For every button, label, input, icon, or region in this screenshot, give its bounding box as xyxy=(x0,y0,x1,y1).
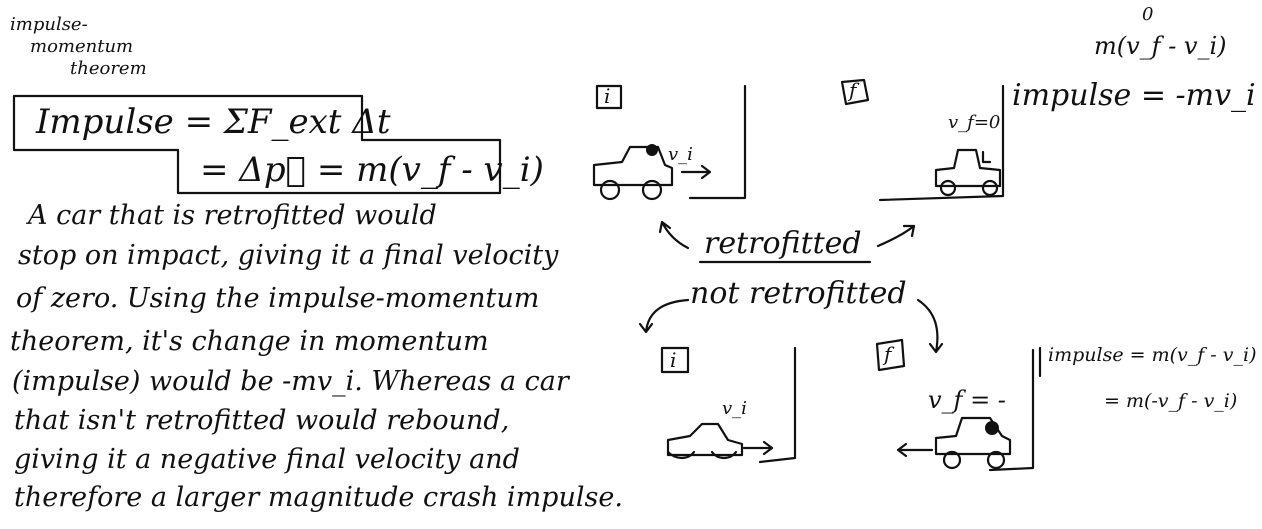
label-box-retro-final xyxy=(840,78,870,106)
arrow-retro-initial xyxy=(680,164,712,180)
equation-line1: Impulse = ΣF_ext Δt xyxy=(36,102,391,142)
label-box-notretro-initial xyxy=(660,346,690,374)
wall-notretro-initial xyxy=(758,346,797,464)
explanation-line: stop on impact, giving it a final veloci… xyxy=(18,240,559,271)
retro-final-label: f xyxy=(849,78,857,102)
retro-impulse-top: m(v_f - v_i) xyxy=(1094,32,1227,60)
notretro-final-label: f xyxy=(884,342,892,366)
car-retro-final xyxy=(934,148,1002,197)
equation-box xyxy=(12,94,502,195)
retro-impulse-zero: 0 xyxy=(1142,4,1154,25)
wall-notretro-final xyxy=(988,348,1035,472)
explanation-line: A car that is retrofitted would xyxy=(28,200,437,231)
heading-line2: momentum xyxy=(30,36,134,57)
retro-initial-velocity: v_i xyxy=(668,144,693,165)
car-retro-initial xyxy=(592,144,674,201)
notretro-initial-velocity: v_i xyxy=(722,398,747,419)
notretro-impulse-line2: = m(-v_f - v_i) xyxy=(1104,390,1238,412)
wall-retro-initial xyxy=(688,84,747,200)
label-box-retro-initial xyxy=(595,84,623,110)
explanation-line: therefore a larger magnitude crash impul… xyxy=(14,482,623,513)
notretro-final-velocity: v_f = - xyxy=(928,386,1006,414)
notretro-initial-label: i xyxy=(670,348,677,372)
retro-initial-label: i xyxy=(604,84,611,108)
heading-line1: impulse- xyxy=(10,14,88,35)
not-retrofitted-caption: not retrofitted xyxy=(690,276,907,311)
explanation-line: theorem, it's change in momentum xyxy=(10,326,489,357)
arrow-to-notretro-initial xyxy=(638,298,690,334)
car-notretro-final xyxy=(934,416,1012,470)
retro-final-velocity: v_f=0 xyxy=(948,112,1001,133)
arrow-to-notretro-final xyxy=(916,298,944,354)
explanation-line: (impulse) would be -mv_i. Whereas a car xyxy=(12,366,569,397)
arrow-notretro-final xyxy=(896,442,934,458)
explanation-line: of zero. Using the impulse-momentum xyxy=(16,283,540,314)
explanation-line: giving it a negative final velocity and xyxy=(14,444,520,475)
retrofitted-caption: retrofitted xyxy=(704,226,862,261)
equation-line2: = Δp⃗ = m(v_f - v_i) xyxy=(200,150,544,190)
notretro-impulse-line1: impulse = m(v_f - v_i) xyxy=(1048,344,1257,366)
car-notretro-initial xyxy=(666,422,744,460)
heading-line3: theorem xyxy=(70,58,147,79)
arrow-notretro-initial xyxy=(742,440,774,456)
arrow-to-retro-initial xyxy=(658,220,690,250)
explanation-line: that isn't retrofitted would rebound, xyxy=(14,405,510,436)
label-box-notretro-final xyxy=(875,338,906,372)
arrow-to-retro-final xyxy=(876,224,916,248)
wall-retro-final xyxy=(878,84,1005,202)
retro-impulse-result: impulse = -mv_i xyxy=(1012,78,1256,113)
